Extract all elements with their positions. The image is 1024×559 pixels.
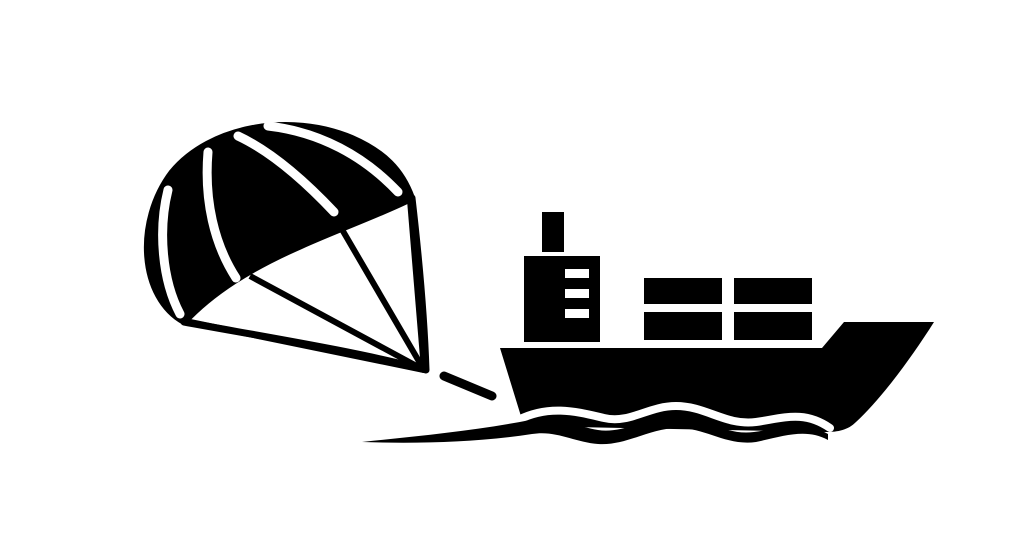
- parachute-suspension-line: [407, 199, 427, 371]
- cargo-container: [644, 278, 722, 304]
- tow-line-icon: [439, 371, 497, 401]
- parachute-panel-stripe: [202, 147, 241, 283]
- ship-bridge: [524, 256, 600, 342]
- cargo-ship-icon: [500, 212, 934, 432]
- wave-crest: [514, 401, 834, 432]
- ship-hull: [500, 322, 934, 432]
- bridge-window: [565, 309, 589, 318]
- wake-wave: [362, 416, 828, 445]
- parachute-panel-stripe: [233, 131, 339, 217]
- parachute-panel-stripe: [158, 185, 185, 319]
- parachute-suspension-line: [337, 224, 427, 372]
- cargo-container: [734, 278, 812, 304]
- wave-icon: [362, 401, 834, 445]
- bridge-window: [565, 289, 589, 298]
- parachute-suspension-line: [189, 319, 425, 373]
- cargo-container: [734, 312, 812, 340]
- sea-anchor-parachute-icon: [143, 121, 430, 374]
- ship-funnel: [542, 212, 564, 252]
- parachute-suspension-line: [248, 273, 426, 373]
- parachute-panel-stripe: [263, 121, 403, 197]
- cargo-container: [644, 312, 722, 340]
- bridge-window: [565, 269, 589, 278]
